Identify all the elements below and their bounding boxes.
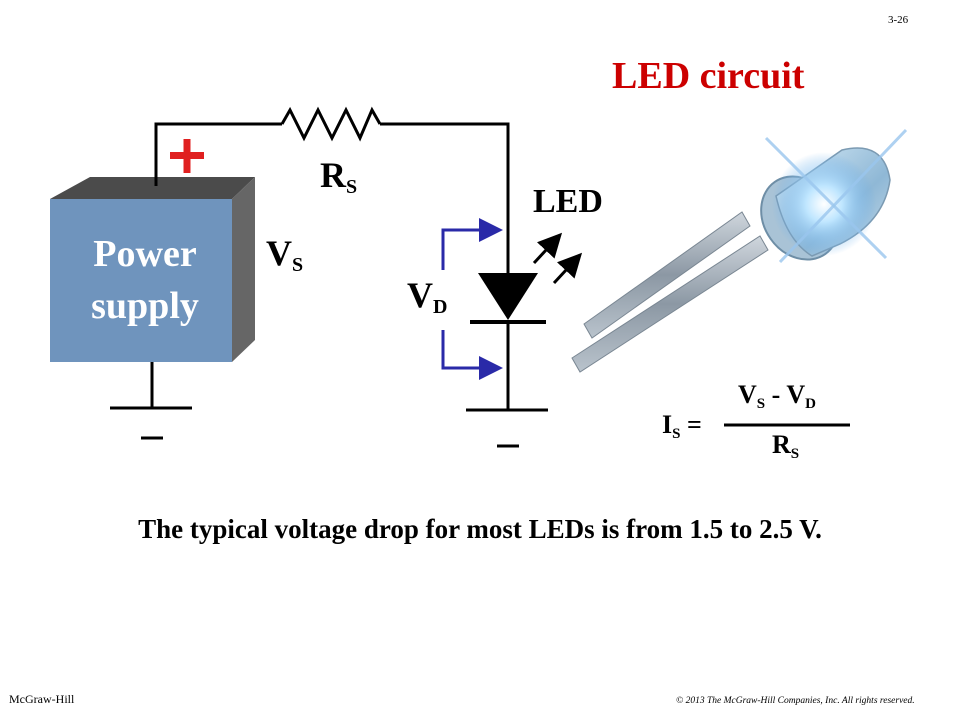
vs-label: VS [266, 232, 303, 277]
formula-numerator: VS - VD [738, 380, 816, 413]
formula-den-main: R [772, 430, 791, 459]
rs-label: RS [320, 154, 357, 199]
circuit-wires [150, 122, 510, 410]
ground-icon [466, 408, 548, 448]
formula-num-op: - V [771, 380, 806, 409]
formula-equals: = [686, 410, 702, 439]
power-supply-label-line1: Power [93, 233, 197, 275]
vd-sub: D [433, 296, 448, 318]
rs-main: R [320, 155, 346, 195]
vs-main: V [266, 233, 292, 273]
power-supply-label: Power supply [50, 228, 240, 332]
rs-sub: S [346, 176, 358, 198]
formula-denominator: RS [772, 430, 799, 463]
formula-num-s1: S [756, 396, 766, 412]
formula-num-v1: V [738, 380, 757, 409]
resistor-icon [280, 106, 382, 142]
formula-lhs: IS = [662, 410, 702, 443]
power-supply-label-line2: supply [91, 285, 199, 327]
diode-icon [470, 273, 546, 324]
formula-lhs-sub: S [672, 426, 681, 442]
vd-label: VD [407, 274, 447, 319]
led-component-icon [571, 128, 908, 373]
plus-icon [170, 139, 204, 173]
vd-bracket [441, 218, 503, 380]
voltage-drop-note: The typical voltage drop for most LEDs i… [138, 514, 822, 544]
vd-main: V [407, 275, 433, 315]
ground-icon [110, 406, 192, 440]
power-supply-box [50, 177, 255, 362]
formula-num-s2: D [805, 396, 816, 412]
slide-title: LED circuit [612, 55, 805, 97]
slide-number: 3-26 [888, 14, 909, 26]
vs-sub: S [292, 254, 304, 276]
formula-den-sub: S [790, 446, 800, 462]
light-emission-arrows-icon [532, 232, 583, 285]
publisher-footer: McGraw-Hill [9, 692, 75, 706]
copyright-footer: © 2013 The McGraw-Hill Companies, Inc. A… [676, 696, 915, 706]
led-label: LED [533, 183, 603, 220]
formula-lhs-main: I [662, 410, 673, 439]
